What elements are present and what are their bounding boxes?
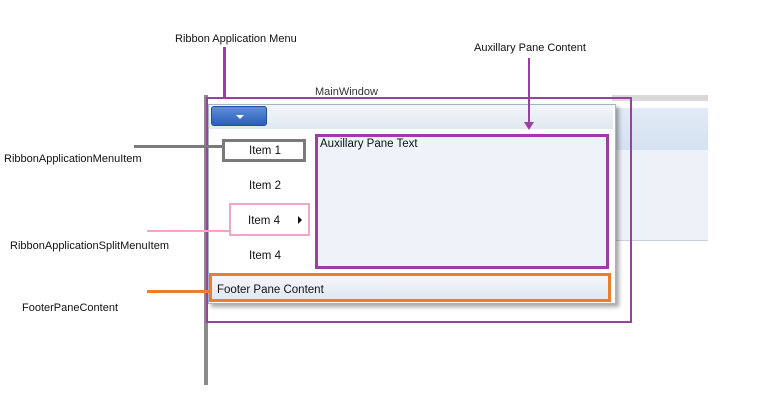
submenu-arrow-icon[interactable] [298, 216, 302, 224]
auxiliary-pane-highlight [315, 134, 609, 269]
split-menu-item-highlight [229, 203, 310, 236]
ribbon-content-area [612, 150, 708, 240]
arrow-down-icon [524, 122, 534, 130]
menu-item-4[interactable]: Item 4 [249, 250, 281, 262]
auxiliary-pane-connector [528, 58, 530, 124]
window-title: MainWindow [315, 86, 378, 98]
menu-item-connector [134, 145, 222, 148]
application-menu-button[interactable] [211, 106, 267, 126]
footer-pane [211, 276, 608, 300]
application-menu-connector [223, 47, 226, 97]
footer-pane-content-label: FooterPaneContent [22, 302, 119, 314]
menu-item-highlight [222, 139, 306, 162]
ribbon-application-split-menu-item-label: RibbonApplicationSplitMenuItem [10, 240, 169, 252]
menu-item-2[interactable]: Item 2 [249, 180, 281, 192]
window-title-strip [612, 95, 708, 101]
menu-item-1[interactable]: Item 1 [249, 145, 281, 157]
ribbon-application-menu-label: Ribbon Application Menu [175, 33, 297, 45]
ribbon-divider [612, 240, 708, 241]
footer-pane-connector [147, 290, 209, 293]
ribbon-tab-strip [612, 108, 708, 150]
auxiliary-pane [316, 135, 608, 268]
footer-pane-highlight [209, 273, 611, 302]
chevron-down-icon [236, 115, 244, 119]
ribbon-application-menu-item-label: RibbonApplicationMenuItem [4, 153, 142, 165]
application-menu-highlight [206, 97, 632, 323]
split-menu-item-connector [147, 230, 230, 232]
application-menu-header [209, 105, 613, 129]
auxiliary-pane-text: Auxillary Pane Text [320, 138, 418, 150]
auxillary-pane-content-label: Auxillary Pane Content [474, 42, 586, 54]
split-menu-item[interactable]: Item 4 [248, 215, 280, 227]
footer-pane-text: Footer Pane Content [217, 284, 324, 296]
